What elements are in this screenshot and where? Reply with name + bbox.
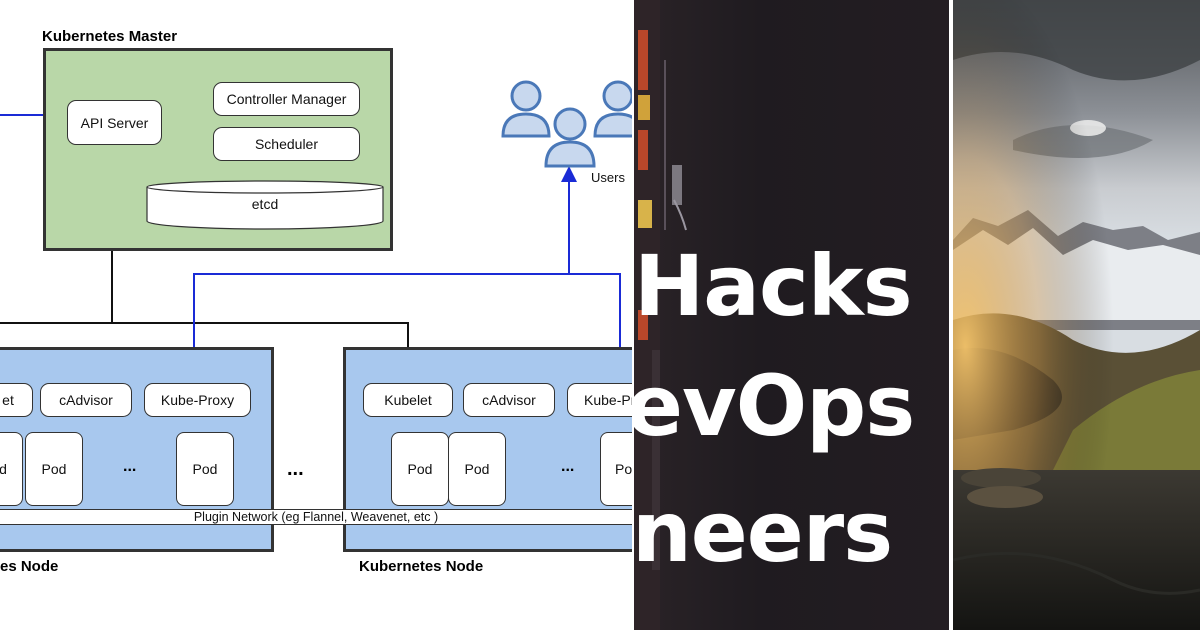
kube-proxy-box: Kube-Proxy — [144, 383, 251, 417]
etcd-cylinder-icon — [146, 180, 384, 230]
scheduler-box: Scheduler — [213, 127, 360, 161]
plugin-network-bar: Plugin Network (eg Flannel, Weavenet, et… — [0, 509, 632, 525]
cadvisor-box: cAdvisor — [463, 383, 555, 417]
node-left-title: es Node — [0, 558, 59, 575]
pod-box: Po — [600, 432, 632, 506]
api-server-box: API Server — [67, 100, 162, 145]
node-right-title: Kubernetes Node — [359, 558, 484, 575]
background-machinery-image — [634, 0, 687, 630]
banner-line-2: evOps — [634, 357, 915, 455]
kubernetes-architecture-diagram: Kubernetes Master API Server Controller … — [0, 28, 632, 575]
landscape-image — [953, 0, 1200, 630]
pod-ellipsis: ... — [561, 458, 575, 475]
pod-box: Pod — [176, 432, 234, 506]
mountain-landscape-photo — [953, 0, 1200, 630]
etcd-label: etcd — [251, 196, 279, 212]
pod-ellipsis: ... — [123, 458, 137, 475]
cadvisor-box: cAdvisor — [40, 383, 132, 417]
between-nodes-ellipsis: ... — [287, 458, 304, 480]
users-label: Users — [591, 170, 625, 185]
banner-line-1: Hacks — [634, 237, 913, 335]
pod-box: Pod — [25, 432, 83, 506]
kubelet-box: et — [0, 383, 33, 417]
pod-box: Pod — [448, 432, 506, 506]
pod-box: Pod — [391, 432, 449, 506]
pod-box: d — [0, 432, 23, 506]
kubernetes-master-box: API Server Controller Manager Scheduler … — [43, 48, 393, 251]
master-title: Kubernetes Master — [42, 28, 178, 45]
banner-line-3: neers — [634, 483, 893, 581]
controller-manager-box: Controller Manager — [213, 82, 360, 116]
users-icon — [501, 80, 632, 168]
kube-proxy-box: Kube-Pr — [567, 383, 632, 417]
banner-panel: Hacks evOps neers — [634, 0, 949, 630]
kubelet-box: Kubelet — [363, 383, 453, 417]
